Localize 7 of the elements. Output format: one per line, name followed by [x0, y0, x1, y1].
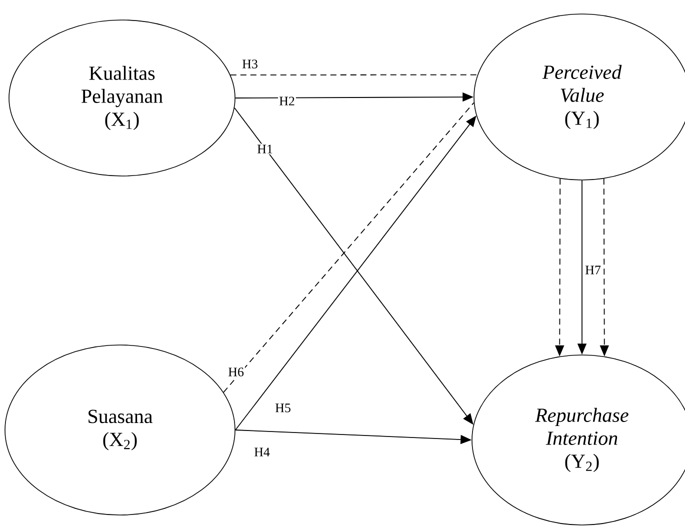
- edge-label: H2: [278, 96, 296, 106]
- edge-label: H3: [241, 58, 259, 70]
- edge-label: H6: [227, 366, 245, 378]
- edge-label: H1: [256, 144, 274, 154]
- edge-label: H5: [274, 402, 292, 414]
- edge-label: H7: [584, 264, 602, 276]
- edge-label: H4: [253, 446, 271, 458]
